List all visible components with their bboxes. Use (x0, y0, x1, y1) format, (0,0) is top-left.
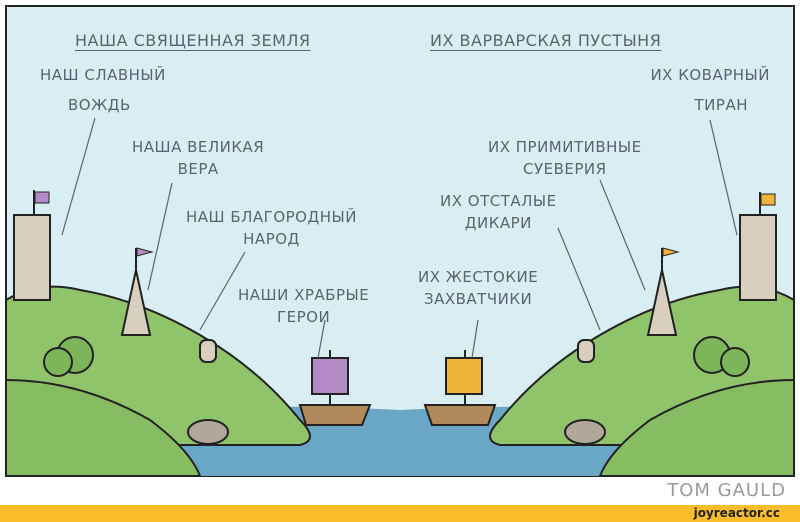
left-boat (298, 350, 372, 426)
right-leader-label: ИХ КОВАРНЫЙ ТИРАН (650, 64, 770, 116)
label-line: НАРОД (243, 230, 300, 248)
label-line: ИХ ЖЕСТОКИЕ (418, 268, 539, 286)
label-line: ВЕРА (177, 160, 219, 178)
right-title: ИХ ВАРВАРСКАЯ ПУСТЫНЯ (430, 31, 662, 50)
right-temple (646, 269, 678, 336)
comic-illustration (5, 5, 795, 477)
label-line: ГЕРОИ (277, 308, 331, 326)
tree (43, 347, 73, 377)
label-line: ИХ ПРИМИТИВНЫЕ (488, 138, 642, 156)
left-temple (120, 269, 152, 336)
site-link[interactable]: joyreactor.cc (693, 506, 780, 520)
pointer-lines (61, 117, 738, 359)
rock (187, 419, 229, 445)
rock (564, 419, 606, 445)
label-line: ДИКАРИ (464, 214, 532, 232)
label-line: НАШИ ХРАБРЫЕ (238, 286, 370, 304)
right-hut (577, 339, 595, 363)
site-footer: joyreactor.cc (0, 505, 800, 522)
left-front-hill (5, 378, 202, 477)
left-faith-label: НАША ВЕЛИКАЯ ВЕРА (132, 136, 264, 180)
right-heroes-label: ИХ ЖЕСТОКИЕ ЗАХВАТЧИКИ (418, 266, 538, 310)
left-tower (13, 214, 51, 301)
label-line: ИХ КОВАРНЫЙ (650, 66, 770, 84)
left-people-label: НАШ БЛАГОРОДНЫЙ НАРОД (186, 206, 357, 250)
right-people-label: ИХ ОТСТАЛЫЕ ДИКАРИ (440, 190, 557, 234)
left-heroes-label: НАШИ ХРАБРЫЕ ГЕРОИ (238, 284, 369, 328)
label-line: НАШ БЛАГОРОДНЫЙ (186, 208, 357, 226)
left-flag (34, 191, 50, 204)
left-hut (199, 339, 217, 363)
tree (720, 347, 750, 377)
right-tower (739, 214, 777, 301)
right-front-hill (598, 378, 795, 477)
artist-credit: TOM GAULD (667, 480, 786, 501)
label-line: СУЕВЕРИЯ (523, 160, 607, 178)
right-faith-label: ИХ ПРИМИТИВНЫЕ СУЕВЕРИЯ (488, 136, 642, 180)
right-boat (423, 350, 497, 426)
label-line: ТИРАН (694, 96, 748, 114)
label-line: НАШ СЛАВНЫЙ (40, 66, 166, 84)
label-line: ИХ ОТСТАЛЫЕ (440, 192, 557, 210)
label-line: ВОЖДЬ (68, 96, 131, 114)
label-line: НАША ВЕЛИКАЯ (132, 138, 265, 156)
label-line: ЗАХВАТЧИКИ (423, 290, 533, 308)
left-leader-label: НАШ СЛАВНЫЙ ВОЖДЬ (40, 64, 166, 116)
left-title: НАША СВЯЩЕННАЯ ЗЕМЛЯ (75, 31, 311, 50)
right-flag (760, 193, 776, 206)
